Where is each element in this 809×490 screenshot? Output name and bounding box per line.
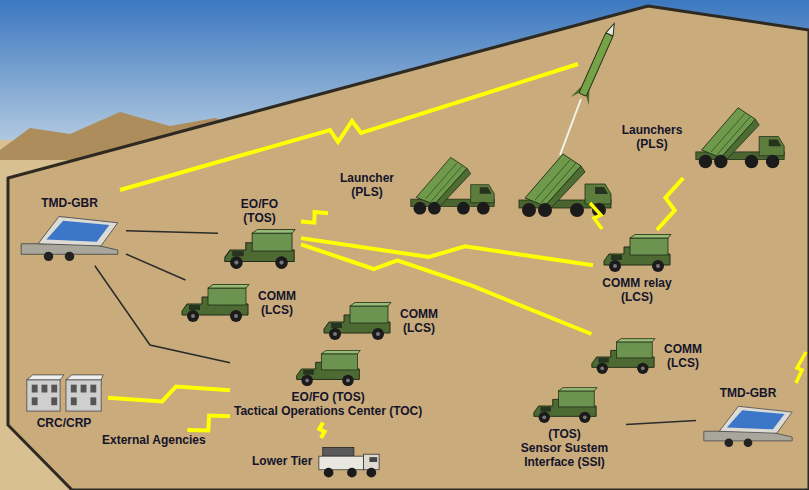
unit-picture — [700, 404, 796, 448]
shelter-vehicle: COMM (LCS) — [320, 300, 445, 344]
unit-picture — [180, 284, 250, 324]
radio-link — [796, 352, 806, 383]
unit-drawing — [182, 285, 249, 323]
unit-drawing — [27, 375, 103, 411]
label-text: COMM (LCS) — [253, 290, 301, 318]
missile-body — [579, 33, 613, 97]
radio-link — [108, 387, 230, 402]
label-group: TMD-GBR — [720, 387, 777, 401]
agency-label: External Agencies — [100, 432, 208, 450]
unit-picture — [293, 350, 363, 388]
label-group: Launcher (PLS) — [332, 172, 402, 200]
shelter-vehicle: EO/FO (TOS)Tactical Operations Center (T… — [232, 348, 424, 421]
launcher-vehicle: Launcher (PLS) — [330, 150, 502, 222]
label-text: CRC/CRP — [37, 417, 92, 431]
label-group: Launchers (PLS) — [617, 124, 687, 152]
launcher-vehicle: Launchers (PLS) — [615, 100, 792, 176]
unit-picture — [24, 370, 104, 414]
label-text: Tactical Operations Center (TOC) — [234, 405, 422, 419]
unit-drawing — [592, 339, 655, 374]
label-text: Launcher (PLS) — [332, 172, 402, 200]
label-text: EO/FO (TOS) — [235, 198, 285, 226]
radio-link — [657, 178, 683, 230]
label-text: External Agencies — [102, 434, 206, 448]
unit-picture — [17, 214, 122, 262]
unit-drawing — [696, 108, 784, 168]
label-group: TMD-GBR — [41, 197, 98, 211]
shelter-vehicle: EO/FO (TOS) — [220, 196, 299, 273]
label-text: COMM (LCS) — [659, 343, 707, 371]
label-text: COMM (LCS) — [395, 308, 443, 336]
label-group: CRC/CRP — [37, 417, 92, 431]
label-group: (TOS)Sensor Sustem Interface (SSI) — [507, 428, 622, 469]
missile-trail — [560, 99, 581, 155]
unit-drawing — [604, 235, 671, 273]
shelter-vehicle: COMM relay (LCS) — [595, 232, 679, 307]
radio-link — [120, 64, 578, 190]
unit-drawing — [297, 350, 361, 386]
radar-unit: TMD-GBR — [698, 385, 798, 450]
unit-drawing — [533, 388, 596, 423]
cable — [126, 231, 218, 233]
battery-area — [8, 6, 809, 490]
label-group: COMM (LCS) — [659, 343, 707, 371]
cable — [626, 420, 696, 424]
unit-picture — [222, 229, 297, 271]
shelter-vehicle: COMM (LCS) — [178, 282, 303, 326]
unit-drawing — [411, 157, 494, 214]
radio-link — [590, 203, 602, 229]
label-group: COMM (LCS) — [395, 308, 443, 336]
unit-picture — [601, 234, 673, 274]
label-group: COMM relay (LCS) — [597, 277, 677, 305]
label-text: EO/FO (TOS) — [292, 391, 365, 405]
unit-picture — [690, 102, 790, 174]
unit-drawing — [704, 406, 792, 447]
unit-picture — [532, 387, 598, 425]
unit-drawing — [324, 303, 391, 341]
label-group: EO/FO (TOS) — [235, 198, 285, 226]
label-text: Launchers (PLS) — [617, 124, 687, 152]
unit-drawing — [225, 229, 295, 268]
missile — [571, 19, 624, 105]
unit-drawing — [21, 216, 118, 261]
unit-picture — [590, 338, 656, 376]
radio-link — [319, 423, 324, 438]
missile-nose — [606, 22, 618, 36]
cable — [126, 254, 185, 280]
unit-picture — [315, 442, 383, 482]
radar-unit: TMD-GBR — [15, 195, 124, 264]
shelter-vehicle: COMM (LCS) — [588, 336, 709, 378]
label-group: External Agencies — [102, 434, 206, 448]
lower-tier-unit: Lower Tier — [250, 440, 385, 484]
command-post: CRC/CRP — [22, 368, 106, 433]
unit-picture — [405, 152, 500, 220]
radio-link — [301, 212, 328, 223]
label-text: COMM relay (LCS) — [597, 277, 677, 305]
label-text: TMD-GBR — [41, 197, 98, 211]
label-text: Lower Tier — [252, 455, 312, 469]
label-text: TMD-GBR — [720, 387, 777, 401]
launcher-vehicle — [519, 154, 611, 217]
label-group: EO/FO (TOS)Tactical Operations Center (T… — [234, 391, 422, 419]
label-group: Lower Tier — [252, 455, 312, 469]
unit-drawing — [319, 447, 379, 477]
shelter-vehicle: (TOS)Sensor Sustem Interface (SSI) — [505, 385, 624, 471]
label-text: Sensor Sustem Interface (SSI) — [507, 442, 622, 470]
label-text: (TOS) — [548, 428, 580, 442]
radio-link — [187, 416, 230, 431]
label-group: COMM (LCS) — [253, 290, 301, 318]
unit-picture — [322, 302, 392, 342]
